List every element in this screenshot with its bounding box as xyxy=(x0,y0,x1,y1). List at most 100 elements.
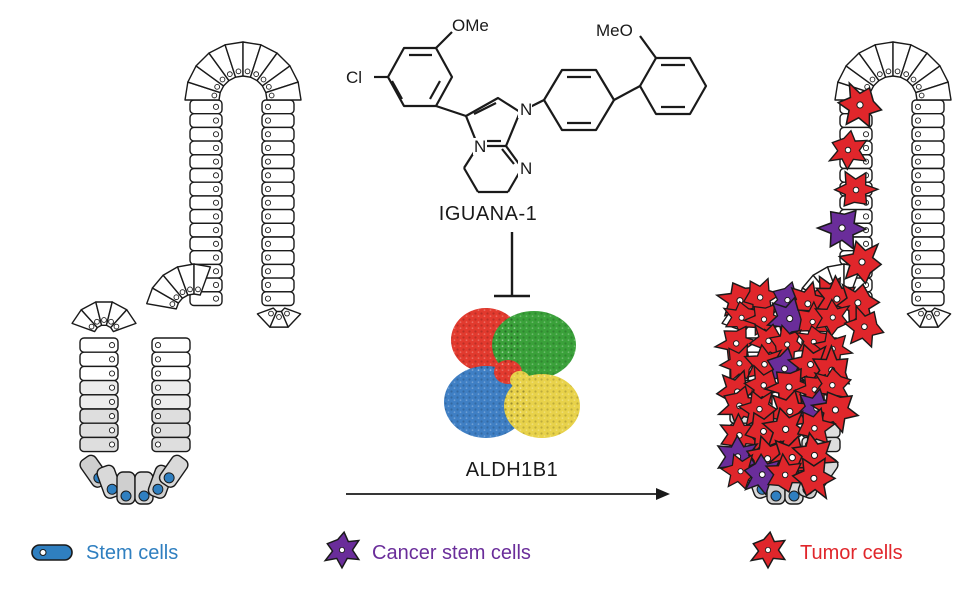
epithelial-cell xyxy=(151,337,191,353)
epithelial-cell xyxy=(189,140,223,156)
epithelial-cell xyxy=(911,249,945,266)
epithelial-cell xyxy=(261,277,295,293)
epithelial-cell xyxy=(261,263,295,279)
epithelial-cell xyxy=(911,208,945,225)
tumor-cell xyxy=(786,296,839,348)
compound-name: IGUANA-1 xyxy=(439,203,537,225)
epithelial-cell xyxy=(911,154,945,170)
epithelial-cell xyxy=(261,181,295,197)
tumor-cell xyxy=(734,383,785,435)
epithelial-cell xyxy=(911,99,945,115)
epithelial-cell xyxy=(189,126,223,142)
epithelial-cell xyxy=(261,167,295,183)
cancer-stem-cell xyxy=(766,278,808,322)
tumor-cell xyxy=(714,337,765,389)
tumor-cell xyxy=(760,357,818,417)
epithelial-cell xyxy=(261,154,295,170)
legend: Stem cells Cancer stem cells Tumor cells xyxy=(31,531,903,569)
tumor-cell xyxy=(840,304,888,350)
epithelial-cell xyxy=(911,112,945,129)
tumor-cell xyxy=(739,294,789,344)
tumor-cell xyxy=(764,322,810,367)
tumor-cell xyxy=(807,360,858,410)
epithelial-cell xyxy=(151,436,191,453)
crypt-base xyxy=(79,454,189,505)
villus-tip xyxy=(71,301,137,333)
tumor-cell xyxy=(784,425,845,486)
tumor-cell xyxy=(835,81,885,129)
progression-arrow xyxy=(346,488,670,500)
epithelial-cell xyxy=(261,195,295,211)
epithelial-cell xyxy=(79,337,119,353)
tumor-cell xyxy=(735,402,793,461)
tumor-cell xyxy=(711,317,762,370)
epithelial-cell xyxy=(911,195,945,211)
epithelial-cell xyxy=(151,422,191,439)
villus-tip xyxy=(146,263,212,310)
legend-cancer-stem-icon xyxy=(324,531,360,569)
cancer-stem-cell xyxy=(811,197,873,259)
epithelial-cell xyxy=(151,408,191,424)
epithelial-cell xyxy=(189,222,223,238)
aldh1b1-protein xyxy=(444,308,580,438)
epithelial-cell xyxy=(911,291,945,307)
epithelial-cell xyxy=(261,112,295,129)
epithelial-cell xyxy=(261,140,295,156)
epithelial-cell xyxy=(911,181,945,197)
legend-stem-cell-icon xyxy=(31,544,73,561)
legend-stem-label: Stem cells xyxy=(86,542,178,564)
epithelial-cell xyxy=(151,365,191,382)
legend-cancer-stem-label: Cancer stem cells xyxy=(372,542,531,564)
epithelial-cell xyxy=(189,167,223,183)
cancer-stem-cell xyxy=(764,292,815,345)
tumor-cell xyxy=(763,384,816,439)
epithelial-cell xyxy=(261,291,295,307)
epithelial-cell xyxy=(261,222,295,238)
epithelial-cell xyxy=(79,365,119,382)
epithelial-cell xyxy=(261,126,295,142)
iguana-1-structure xyxy=(374,31,708,194)
tumor-cell xyxy=(786,400,842,456)
tumor-cell xyxy=(835,234,889,290)
epithelial-cell xyxy=(189,154,223,170)
epithelial-cell xyxy=(911,222,945,238)
tumor-cell xyxy=(742,341,787,387)
villus-tip xyxy=(256,307,302,328)
tumor-cell xyxy=(791,457,836,500)
epithelial-cell xyxy=(911,277,945,293)
tumor-cell xyxy=(828,129,868,171)
epithelial-cell xyxy=(911,263,945,279)
epithelial-cell xyxy=(261,249,295,266)
epithelial-cell xyxy=(189,99,223,115)
epithelial-cell xyxy=(151,351,191,368)
tumor-cell xyxy=(781,278,834,330)
tumor-cell xyxy=(804,379,866,441)
epithelial-cell xyxy=(79,422,119,439)
structure-atom-labels: Cl OMe MeO N N N xyxy=(346,16,633,178)
epithelial-cell xyxy=(79,351,119,368)
n-top-label: N xyxy=(520,100,532,119)
tumor-mass xyxy=(710,81,889,502)
cancer-stem-cell xyxy=(762,345,807,392)
normal-crypt xyxy=(71,41,302,505)
epithelial-cell xyxy=(79,379,119,396)
tumor-cell xyxy=(710,270,770,331)
tumor-cell xyxy=(814,297,852,338)
legend-tumor-icon xyxy=(750,531,786,569)
tumor-cell xyxy=(733,270,787,325)
epithelial-cell xyxy=(79,394,119,410)
villus-tip xyxy=(184,41,302,101)
protein-name: ALDH1B1 xyxy=(466,459,558,481)
n-ring-label: N xyxy=(474,137,486,156)
epithelial-cell xyxy=(261,99,295,115)
epithelial-cell xyxy=(79,408,119,424)
tumor-cell xyxy=(833,279,883,327)
ome-left-label: OMe xyxy=(452,16,489,35)
inhibition-symbol xyxy=(494,232,530,298)
cl-label: Cl xyxy=(346,68,362,87)
epithelial-cell xyxy=(911,126,945,142)
tumor-cell xyxy=(765,429,820,486)
villus-tip xyxy=(906,307,952,328)
epithelial-cell xyxy=(189,208,223,225)
epithelial-cell xyxy=(189,181,223,197)
